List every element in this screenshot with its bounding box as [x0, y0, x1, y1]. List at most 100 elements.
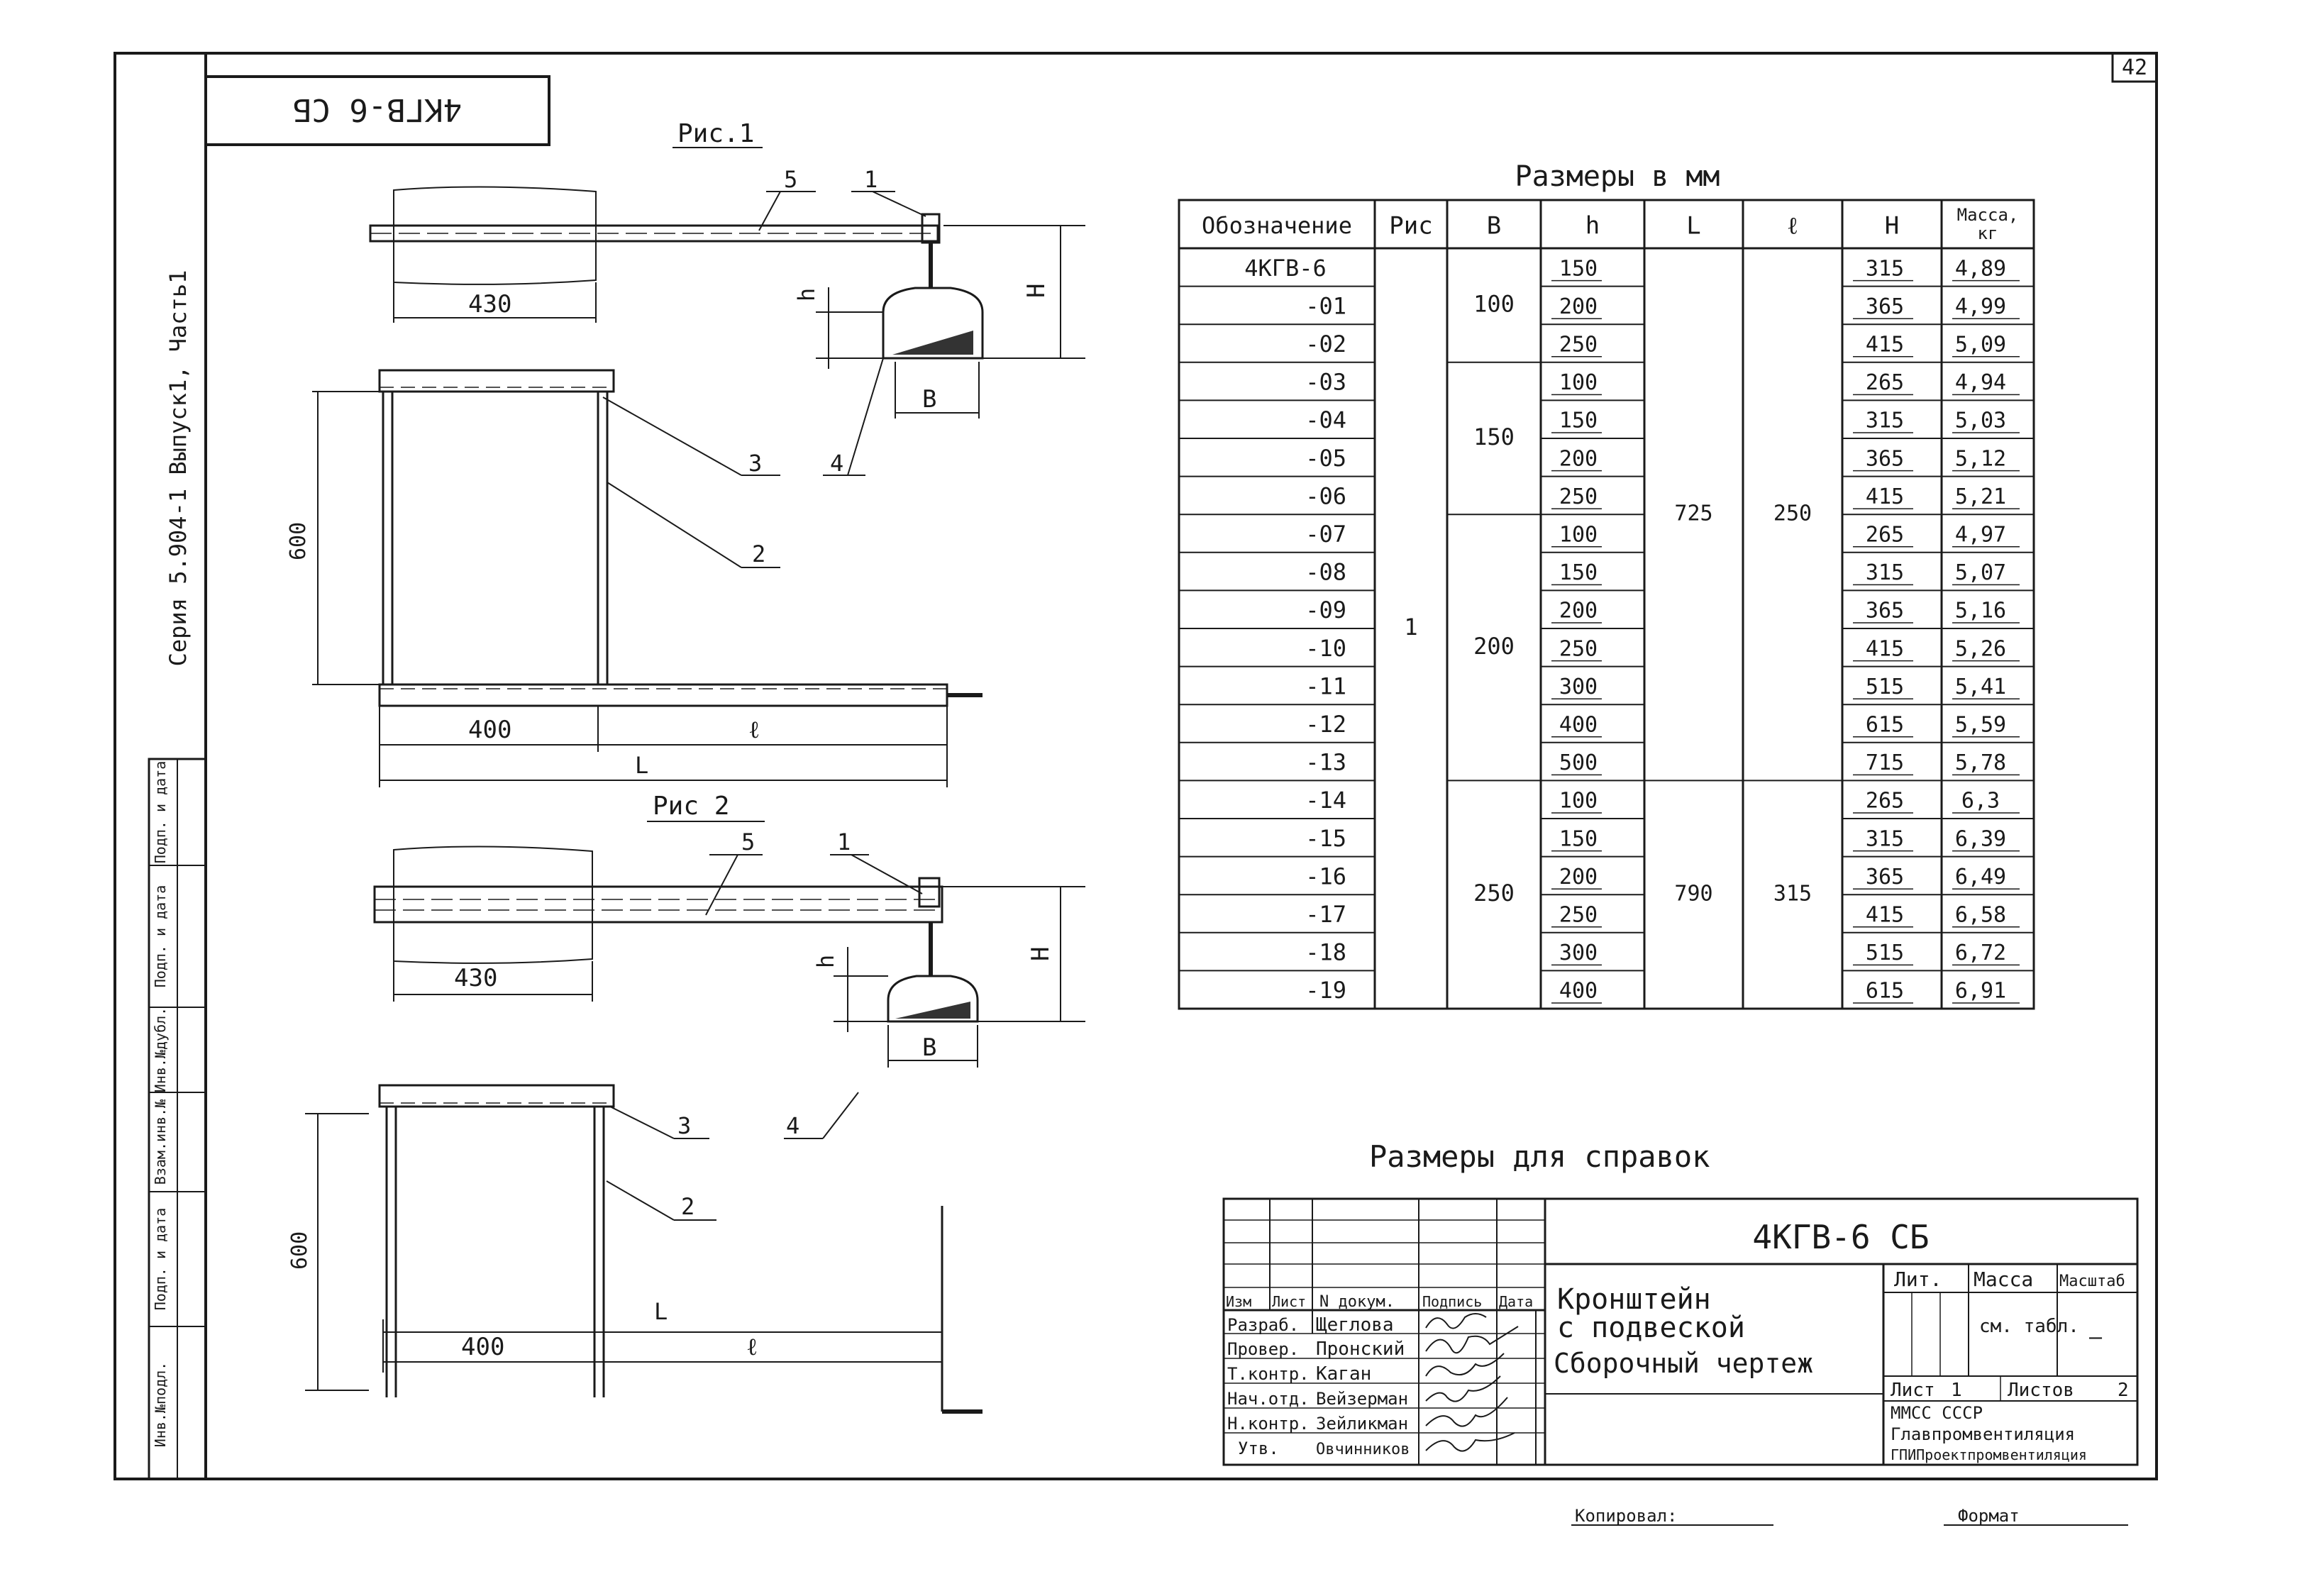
table-row-mass: 5,07 — [1955, 560, 2006, 585]
fig2-label-2: 2 — [681, 1193, 694, 1220]
strip-label-5: Подп. и дата — [152, 885, 169, 988]
table-caption: Размеры в мм — [1515, 160, 1720, 193]
table-row-h: 150 — [1559, 256, 1598, 281]
series-label: Серия 5.904-1 Выпуск1, Часть1 — [165, 270, 192, 667]
table-row-designation: -04 — [1305, 406, 1346, 433]
table-row-h: 150 — [1559, 409, 1598, 433]
table-row-mass: 5,03 — [1955, 409, 2006, 433]
table-row-H: 265 — [1866, 370, 1904, 395]
table-row-h: 300 — [1559, 675, 1598, 699]
tb-col-sign: Подпись — [1422, 1293, 1482, 1310]
table-row-designation: -10 — [1305, 635, 1346, 662]
fig1-dim-h: h — [793, 288, 820, 301]
table-row-mass: 5,26 — [1955, 636, 2006, 661]
tb-person-4: Вейзерман — [1316, 1389, 1408, 1409]
tb-mass-value: см. табл. — [1979, 1316, 2079, 1337]
tb-sheets-value: 2 — [2118, 1380, 2129, 1401]
table-row-mass: 6,3 — [1961, 789, 2000, 814]
tb-role-6: Утв. — [1238, 1439, 1279, 1458]
table-row-designation: -05 — [1305, 445, 1346, 472]
table-row-designation: -11 — [1305, 672, 1346, 699]
rotated-stamp: 4КГВ-6 СБ — [204, 75, 550, 146]
table-row-designation: -08 — [1305, 559, 1346, 586]
table-row-designation: -13 — [1305, 749, 1346, 776]
table-row-h: 250 — [1559, 636, 1598, 661]
table-row-mass: 4,94 — [1955, 370, 2006, 395]
table-row-h: 250 — [1559, 484, 1598, 509]
tb-role-5: Н.контр. — [1227, 1414, 1310, 1434]
fig2-label-3: 3 — [677, 1112, 691, 1139]
fig1-label-2: 2 — [752, 541, 765, 567]
table-row-mass: 5,12 — [1955, 446, 2006, 471]
fig1-dim-430: 430 — [468, 290, 511, 318]
table-row-h: 150 — [1559, 826, 1598, 851]
tb-designation: 4КГВ-6 СБ — [1752, 1218, 1929, 1256]
tb-person-2: Пронский — [1316, 1339, 1405, 1360]
table-row-designation: -16 — [1305, 863, 1346, 890]
table-row-mass: 6,91 — [1955, 979, 2006, 1004]
fig2-title: Рис 2 — [653, 792, 729, 821]
table-header-1: Рис — [1389, 212, 1432, 240]
table-row-mass: 5,78 — [1955, 750, 2006, 775]
table-header-2: В — [1487, 212, 1501, 240]
table-row-H: 415 — [1866, 903, 1904, 928]
table-row-mass: 4,97 — [1955, 523, 2006, 548]
tb-mass-head: Масса — [1974, 1268, 2033, 1291]
table-fig-value: 1 — [1404, 614, 1417, 641]
table-row-H: 615 — [1866, 979, 1904, 1004]
table-row-designation: -07 — [1305, 521, 1346, 548]
table-row-H: 415 — [1866, 484, 1904, 509]
fig2-label-1: 1 — [837, 829, 851, 855]
fig2-dim-400: 400 — [461, 1333, 504, 1361]
table-row-designation: -19 — [1305, 977, 1346, 1004]
table-row-mass: 6,39 — [1955, 826, 2006, 851]
table-row-H: 365 — [1866, 446, 1904, 471]
table-row-h: 200 — [1559, 865, 1598, 890]
table-row-designation: -14 — [1305, 787, 1346, 814]
sheet-number: 42 — [2122, 55, 2147, 80]
tb-person-5: Зейликман — [1316, 1414, 1408, 1434]
table-row-h: 300 — [1559, 941, 1598, 965]
strip-label-1: Инв.№подл. — [152, 1362, 169, 1447]
table-header-mass: Масса, — [1957, 205, 2019, 225]
table-row-h: 250 — [1559, 903, 1598, 928]
table-header-3: h — [1585, 212, 1600, 240]
strip-label-3: Взам.инв.№ — [152, 1099, 169, 1185]
table-row-mass: 6,58 — [1955, 903, 2006, 928]
table-header-0: Обозначение — [1202, 212, 1352, 239]
tb-person-3: Каган — [1316, 1363, 1371, 1385]
table-L-group: 790 — [1674, 882, 1712, 907]
fig2-dim-l: ℓ — [746, 1333, 758, 1361]
table-row-mass: 5,09 — [1955, 333, 2006, 358]
table-row-H: 415 — [1866, 636, 1904, 661]
tb-scale-value: – — [2089, 1325, 2103, 1350]
tb-scale-head: Масштаб — [2059, 1273, 2125, 1290]
fig1-dim-L: L — [635, 752, 648, 779]
fig2-dim-B: В — [922, 1033, 936, 1062]
format-label: Формат — [1958, 1506, 2020, 1526]
tb-person-6: Овчинников — [1316, 1441, 1410, 1458]
fig1-label-3: 3 — [748, 450, 762, 477]
table-row-H: 715 — [1866, 750, 1904, 775]
table-row-h: 200 — [1559, 446, 1598, 471]
table-row-mass: 5,59 — [1955, 713, 2006, 738]
fig2-label-4: 4 — [786, 1112, 799, 1139]
left-strip — [148, 758, 207, 1480]
fig1-title: Рис.1 — [677, 119, 754, 148]
tb-org-1: ММСС СССР — [1891, 1403, 1983, 1423]
table-row-h: 500 — [1559, 750, 1598, 775]
table-row-mass: 5,41 — [1955, 675, 2006, 699]
table-row-h: 100 — [1559, 789, 1598, 814]
table-B-group: 250 — [1473, 880, 1515, 907]
table-row-h: 400 — [1559, 713, 1598, 738]
table-B-group: 100 — [1473, 290, 1515, 317]
signatures — [1425, 1313, 1519, 1452]
table-row-mass: 6,49 — [1955, 865, 2006, 890]
table-row-designation: -06 — [1305, 482, 1346, 509]
fig2-dim-430: 430 — [454, 964, 497, 992]
fig2-dim-600: 600 — [287, 1231, 312, 1270]
table-row-mass: 6,72 — [1955, 941, 2006, 965]
table-row-H: 365 — [1866, 865, 1904, 890]
tb-org-3: ГПИПроектпромвентиляция — [1891, 1446, 2087, 1463]
